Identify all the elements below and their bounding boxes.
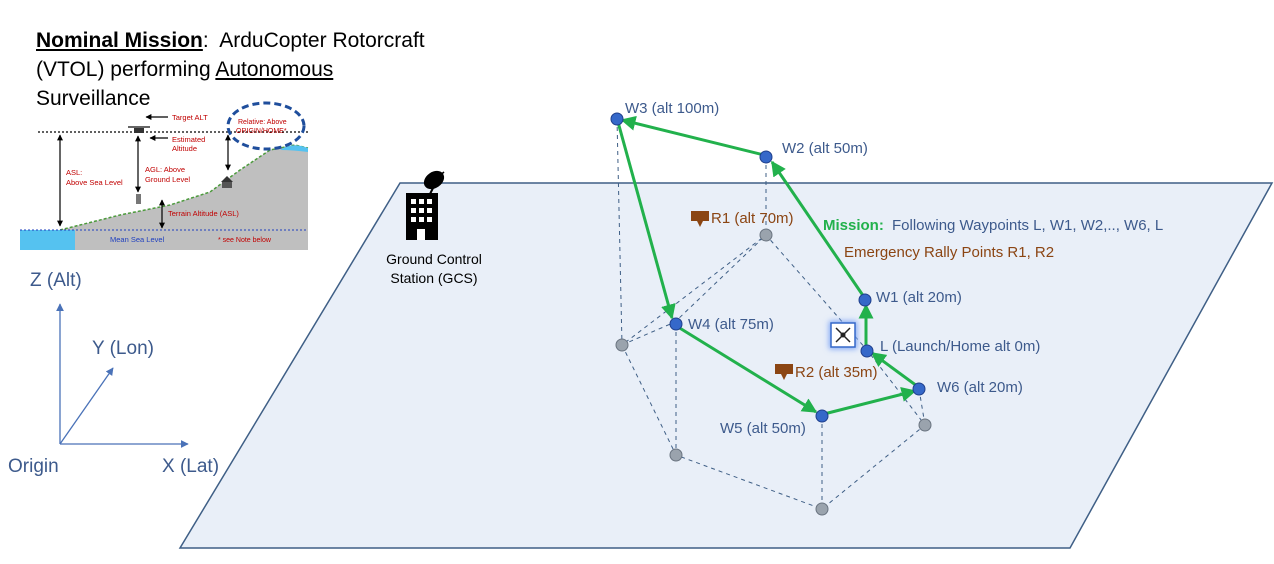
rally-marker-r1	[691, 211, 709, 227]
ground-control-station-icon	[406, 170, 445, 240]
ground-markers	[615, 228, 932, 516]
axis-y-label: Y (Lon)	[92, 338, 154, 359]
title-heading: Nominal Mission	[36, 29, 203, 52]
ground-marker-w2	[759, 228, 773, 242]
inset-note: * see Note below	[218, 237, 272, 244]
inset-altitude: Altitude	[172, 144, 197, 153]
waypoint-w3	[610, 112, 624, 126]
satellite-dish-icon	[423, 170, 445, 195]
label-w5: W5 (alt 50m)	[720, 420, 806, 437]
title-part2: (VTOL) performing	[36, 58, 211, 81]
waypoint-w6	[912, 382, 926, 396]
inset-agl-line1: AGL: Above	[145, 165, 185, 174]
ground-marker-w6	[918, 418, 932, 432]
label-w1: W1 (alt 20m)	[876, 289, 962, 306]
ground-plane	[178, 182, 1274, 549]
path-w1-w2	[770, 160, 866, 298]
waypoint-markers	[610, 112, 926, 423]
inset-terrain: Terrain Altitude (ASL)	[168, 209, 239, 218]
path-w4-w5	[677, 325, 818, 414]
inset-relative-line1: Relative: Above	[238, 119, 287, 126]
drone-icon	[128, 126, 150, 133]
waypoint-w4	[669, 317, 683, 331]
ground-marker-w3	[615, 338, 629, 352]
rally-marker-r2	[775, 364, 793, 380]
waypoint-w1	[858, 293, 872, 307]
mission-path	[616, 115, 918, 416]
waypoint-w2	[759, 150, 773, 164]
title-part1: ArduCopter Rotorcraft	[219, 29, 425, 52]
inset-asl-line1: ASL:	[66, 168, 82, 177]
label-r1: R1 (alt 70m)	[711, 210, 794, 227]
inset-target-alt: Target ALT	[172, 113, 208, 122]
path-w3-w4	[616, 121, 676, 320]
coordinate-axes: Z (Alt) Y (Lon) X (Lat) Origin	[8, 270, 219, 477]
axis-z-label: Z (Alt)	[30, 270, 82, 291]
gcs-label-line1: Ground Control	[386, 251, 482, 267]
title-colon: :	[202, 29, 209, 52]
waypoint-w5	[815, 409, 829, 423]
path-w2-w3	[620, 115, 765, 157]
axis-x-label: X (Lat)	[162, 456, 219, 477]
label-w3: W3 (alt 100m)	[625, 100, 719, 117]
drone-icon	[829, 321, 857, 349]
sensor-icon	[136, 194, 141, 204]
mission-label: Mission:	[823, 217, 884, 234]
inset-agl-line2: Ground Level	[145, 175, 190, 184]
path-w5-w6	[823, 387, 917, 416]
label-w6: W6 (alt 20m)	[937, 379, 1023, 396]
title-emphasis: Autonomous	[215, 58, 334, 81]
waypoint-l	[860, 344, 874, 358]
house-icon	[221, 176, 233, 188]
mission-description: Mission: Following Waypoints L, W1, W2,.…	[823, 217, 1163, 234]
title-part3: Surveillance	[36, 87, 151, 110]
sea	[20, 230, 75, 250]
altitude-inset: Target ALT Estimated Altitude ASL: Above…	[20, 100, 310, 250]
inset-relative-line2: ORIGIN/HOME*	[236, 128, 287, 135]
inset-msl: Mean Sea Level	[110, 235, 165, 244]
label-l: L (Launch/Home alt 0m)	[880, 338, 1040, 355]
label-r2: R2 (alt 35m)	[795, 364, 878, 381]
path-w6-l	[870, 351, 918, 388]
inset-asl-line2: Above Sea Level	[66, 178, 123, 187]
diagram-title: Nominal Mission: ArduCopter Rotorcraft (…	[36, 26, 425, 113]
gcs-label-line2: Station (GCS)	[390, 270, 477, 286]
axis-origin-label: Origin	[8, 456, 59, 477]
ground-marker-w4	[669, 448, 683, 462]
relative-highlight-ellipse	[226, 101, 306, 151]
label-w2: W2 (alt 50m)	[782, 140, 868, 157]
inset-estimated: Estimated	[172, 135, 205, 144]
mission-text: Following Waypoints L, W1, W2,.., W6, L	[892, 217, 1163, 234]
ground-marker-w5	[815, 502, 829, 516]
rally-description: Emergency Rally Points R1, R2	[844, 244, 1054, 261]
label-w4: W4 (alt 75m)	[688, 316, 774, 333]
